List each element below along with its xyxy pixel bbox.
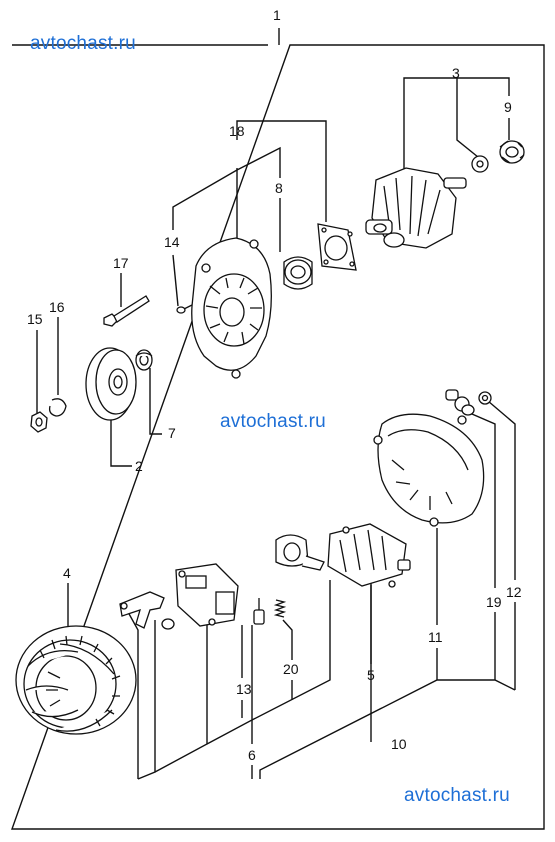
part-13-brush-icon — [253, 598, 265, 625]
watermark-bottom: avtochast.ru — [404, 785, 510, 806]
frame-border — [11, 44, 545, 830]
callout-labels: 1 2 3 4 5 6 7 8 9 10 11 12 13 14 15 16 1… — [27, 7, 522, 763]
callout-19: 19 — [486, 594, 502, 610]
callout-6: 6 — [248, 747, 256, 763]
leader-3 — [403, 77, 479, 158]
watermark-top: avtochast.ru — [30, 33, 136, 54]
part-4-stator-icon — [15, 625, 137, 735]
callout-17: 17 — [113, 255, 129, 271]
callout-5: 5 — [367, 667, 375, 683]
leader-18 — [236, 120, 327, 222]
callout-4: 4 — [63, 565, 71, 581]
callout-12: 12 — [506, 584, 522, 600]
leader-2 — [110, 420, 132, 467]
part-rotor-icon — [365, 167, 467, 249]
callout-14: 14 — [164, 234, 180, 250]
part-17-bolt-icon — [103, 295, 150, 327]
leader-14b — [172, 254, 179, 307]
part-8-bearing-icon — [283, 256, 313, 290]
part-14-screw-icon — [176, 304, 193, 314]
part-20-spring-icon — [273, 599, 287, 618]
part-7-spacer-icon — [135, 349, 153, 371]
part-3-washer-icon — [471, 155, 489, 173]
leader-6-b — [154, 625, 208, 773]
leader-14 — [172, 169, 238, 230]
leader-10-bracket — [259, 679, 516, 779]
callout-8: 8 — [275, 180, 283, 196]
part-12-nut-icon — [478, 391, 492, 405]
part-16-lock-washer-icon — [48, 398, 67, 417]
part-6-bracket-icon — [119, 591, 175, 630]
watermark-middle: avtochast.ru — [220, 411, 326, 432]
leader-6-a — [137, 620, 156, 780]
part-11-rear-housing-icon — [373, 413, 485, 527]
callout-2: 2 — [135, 458, 143, 474]
part-15-nut-icon — [30, 411, 48, 433]
callout-11: 11 — [428, 629, 443, 645]
callout-18: 18 — [229, 123, 245, 139]
leader-19 — [464, 410, 496, 588]
part-18-front-housing-icon — [191, 237, 272, 379]
callout-3: 3 — [452, 65, 460, 81]
callout-7: 7 — [168, 425, 176, 441]
callout-20: 20 — [283, 661, 299, 677]
part-brush-cap-icon — [275, 534, 325, 571]
leader-12 — [487, 400, 516, 580]
callout-13: 13 — [236, 681, 252, 697]
part-regulator-icon — [175, 563, 239, 627]
leader-8 — [236, 146, 281, 178]
callout-16: 16 — [49, 299, 65, 315]
leader-6-bracket — [127, 611, 139, 779]
leader-6-d — [251, 580, 331, 721]
leader-20 — [282, 619, 293, 660]
leader-9 — [457, 77, 510, 96]
leader-7 — [149, 368, 162, 435]
callout-15: 15 — [27, 311, 43, 327]
part-2-pulley-icon — [85, 347, 137, 421]
part-9-collar-icon — [499, 140, 525, 164]
part-19-insulator-icon — [445, 389, 475, 416]
part-retainer-plate-icon — [317, 223, 357, 271]
part-5-rectifier-icon — [327, 523, 411, 588]
callout-9: 9 — [504, 99, 512, 115]
callout-1: 1 — [273, 7, 281, 23]
callout-10: 10 — [391, 736, 407, 752]
